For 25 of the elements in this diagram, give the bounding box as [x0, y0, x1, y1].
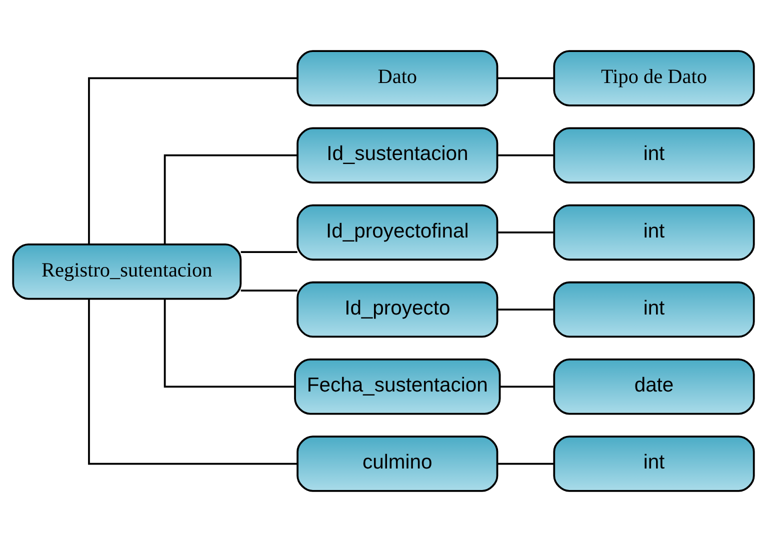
node-box: date	[553, 358, 755, 415]
connector	[497, 232, 554, 234]
node-box: culmino	[296, 436, 498, 492]
node-box: Id_sustentacion	[296, 127, 498, 184]
node-box: Fecha_sustentacion	[294, 358, 501, 415]
node-box: int	[553, 436, 755, 492]
node-box: Id_proyecto	[296, 281, 498, 338]
connector	[497, 77, 554, 80]
node-box: Registro_sutentacion	[12, 244, 242, 300]
connector	[240, 251, 298, 253]
node-box: int	[553, 204, 755, 261]
connector	[88, 299, 298, 465]
node-box: Dato	[296, 50, 498, 106]
connector	[164, 154, 298, 244]
connector	[88, 77, 298, 244]
node-box: Id_proyectofinal	[296, 204, 498, 261]
connector	[164, 298, 295, 388]
connector	[497, 308, 554, 310]
connector	[240, 290, 298, 292]
connector	[497, 462, 554, 465]
node-box: int	[553, 127, 755, 184]
connector	[497, 154, 554, 156]
node-box: Tipo de Dato	[553, 50, 755, 106]
node-box: int	[553, 281, 755, 338]
connector	[500, 386, 554, 388]
